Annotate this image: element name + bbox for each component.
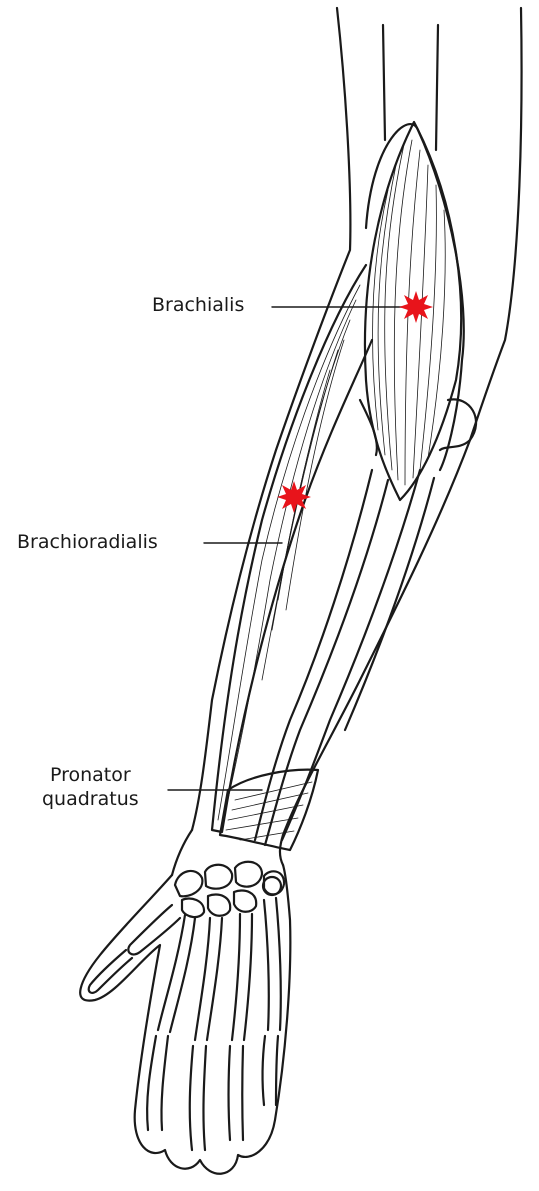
brachialis-label: Brachialis (152, 293, 244, 317)
pronator-quadratus-label-line2: quadratus (42, 787, 139, 811)
hand-outline (80, 865, 290, 1174)
brachioradialis-label: Brachioradialis (17, 530, 158, 554)
carpal-bones (175, 862, 284, 917)
trigger-point-star-brachioradialis (277, 481, 311, 513)
arm-outline-left (192, 8, 350, 830)
radius-bone (255, 470, 372, 840)
brachioradialis-muscle (212, 265, 372, 832)
finger-bones (147, 898, 281, 1150)
arm-outline-right (283, 8, 522, 835)
trigger-point-star-brachialis (399, 291, 433, 323)
pronator-quadratus-label: Pronator quadratus (42, 763, 139, 811)
pronator-quadratus-muscle (220, 770, 318, 850)
pronator-quadratus-label-line1: Pronator (42, 763, 139, 787)
thumb-bones (89, 905, 180, 993)
